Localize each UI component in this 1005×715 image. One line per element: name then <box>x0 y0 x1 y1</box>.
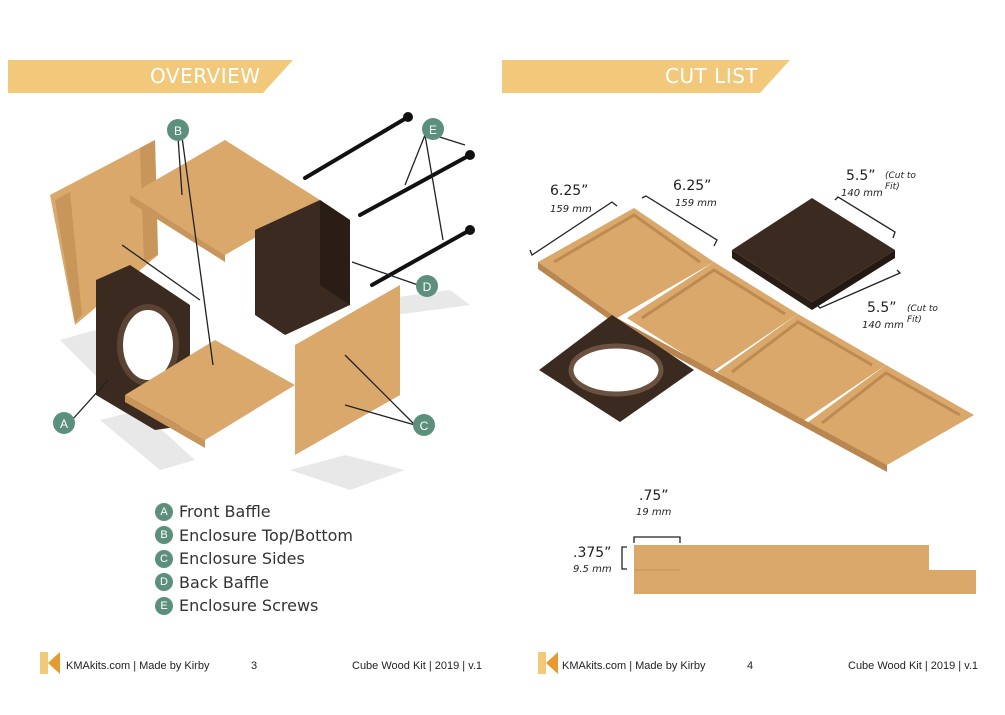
cut-panel <box>807 365 974 465</box>
footer-page-number: 3 <box>251 660 258 672</box>
dim-panel1-inches: 6.25” <box>550 183 589 199</box>
overview-title: OVERVIEW <box>150 64 261 88</box>
cut-back-baffle <box>732 198 895 302</box>
dim-back-width-inches: 5.5” <box>846 168 876 184</box>
callout-badge-c: C <box>413 414 435 436</box>
legend-label: Back Baffle <box>179 572 270 592</box>
rabbet-profile-base <box>634 570 976 594</box>
legend-item: B Enclosure Top/Bottom <box>155 524 353 548</box>
legend-badge: C <box>155 549 173 568</box>
legend-item: C Enclosure Sides <box>155 547 353 571</box>
svg-text:A: A <box>60 417 68 431</box>
legend-item: E Enclosure Screws <box>155 594 353 618</box>
exploded-assembly-illustration: B E D C A <box>50 112 475 490</box>
legend-badge: A <box>155 502 173 521</box>
legend-item: D Back Baffle <box>155 571 353 595</box>
footer-kit: Cube Wood Kit | 2019 | v.1 <box>848 660 979 672</box>
dim-back-width-note: (Cut to Fit) <box>885 171 916 192</box>
cut-list-banner: CUT LIST <box>502 60 790 93</box>
legend-label: Enclosure Top/Bottom <box>179 525 353 545</box>
screws <box>303 115 472 287</box>
dim-back-height-inches: 5.5” <box>867 300 897 316</box>
cut-panel <box>538 208 714 318</box>
footer-page-number: 4 <box>747 660 754 672</box>
page-overview: OVERVIEW <box>0 0 502 715</box>
bottom-panel <box>125 340 295 440</box>
parts-legend: A Front Baffle B Enclosure Top/Bottom C … <box>155 500 353 618</box>
svg-text:C: C <box>420 419 429 433</box>
svg-text:B: B <box>174 124 182 138</box>
legend-badge: B <box>155 526 173 545</box>
footer-kit: Cube Wood Kit | 2019 | v.1 <box>352 660 483 672</box>
dim-panel2-inches: 6.25” <box>673 178 712 194</box>
callout-badge-d: D <box>416 275 438 297</box>
legend-label: Enclosure Sides <box>179 549 305 569</box>
footer-brand: KMAkits.com | Made by Kirby <box>562 660 706 672</box>
page-cut-list: CUT LIST 6.25” <box>502 0 1004 715</box>
cut-list-title: CUT LIST <box>665 64 759 88</box>
right-side-panel <box>295 285 400 455</box>
overview-banner: OVERVIEW <box>8 60 293 93</box>
kmakits-logo-icon <box>538 652 558 674</box>
legend-badge: D <box>155 573 173 592</box>
callout-badge-e: E <box>422 118 444 140</box>
dim-back-height-mm: 140 mm <box>862 320 904 331</box>
legend-badge: E <box>155 596 173 615</box>
dim-back-height-note: (Cut to Fit) <box>907 304 938 325</box>
callout-badge-a: A <box>53 412 75 434</box>
dim-back-width-mm: 140 mm <box>841 188 883 199</box>
cut-panel <box>627 262 798 372</box>
dim-rabbet-width-mm: 19 mm <box>636 507 672 518</box>
rabbet-profile-top <box>634 545 929 570</box>
dim-rabbet-depth-inches: .375” <box>573 545 612 561</box>
svg-text:E: E <box>429 123 437 137</box>
dim-panel1-mm: 159 mm <box>550 204 592 215</box>
legend-item: A Front Baffle <box>155 500 353 524</box>
dim-rabbet-width-inches: .75” <box>639 488 669 504</box>
svg-text:D: D <box>423 280 432 294</box>
footer-brand: KMAkits.com | Made by Kirby <box>66 660 210 672</box>
cut-list-illustration <box>529 195 976 594</box>
dim-panel2-mm: 159 mm <box>675 198 717 209</box>
legend-label: Enclosure Screws <box>179 596 319 616</box>
legend-label: Front Baffle <box>179 502 271 522</box>
dim-rabbet-depth-mm: 9.5 mm <box>573 564 612 575</box>
kmakits-logo-icon <box>40 652 60 674</box>
callout-badge-b: B <box>167 119 189 141</box>
